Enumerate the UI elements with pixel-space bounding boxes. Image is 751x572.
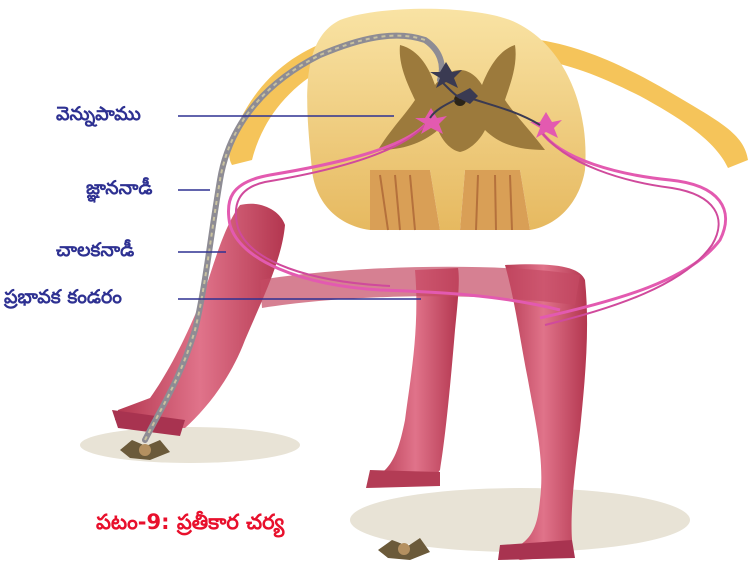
sensory-nerve-label: జ్ఞాననాడీ [86, 177, 152, 204]
spinal-cord-label: వెన్నుపాము [56, 103, 141, 130]
spinal-cord-section [229, 9, 748, 230]
effector-tendon-label: ప్రభావక కండరం [4, 286, 122, 313]
floor-shadow-right [350, 488, 690, 552]
figure-caption: పటం-9: ప్రతీకార చర్య [96, 510, 284, 540]
rear-leg [366, 268, 459, 488]
floor-shadow-left [80, 427, 300, 463]
motor-nerve-label: చాలకనాడీ [56, 239, 134, 266]
